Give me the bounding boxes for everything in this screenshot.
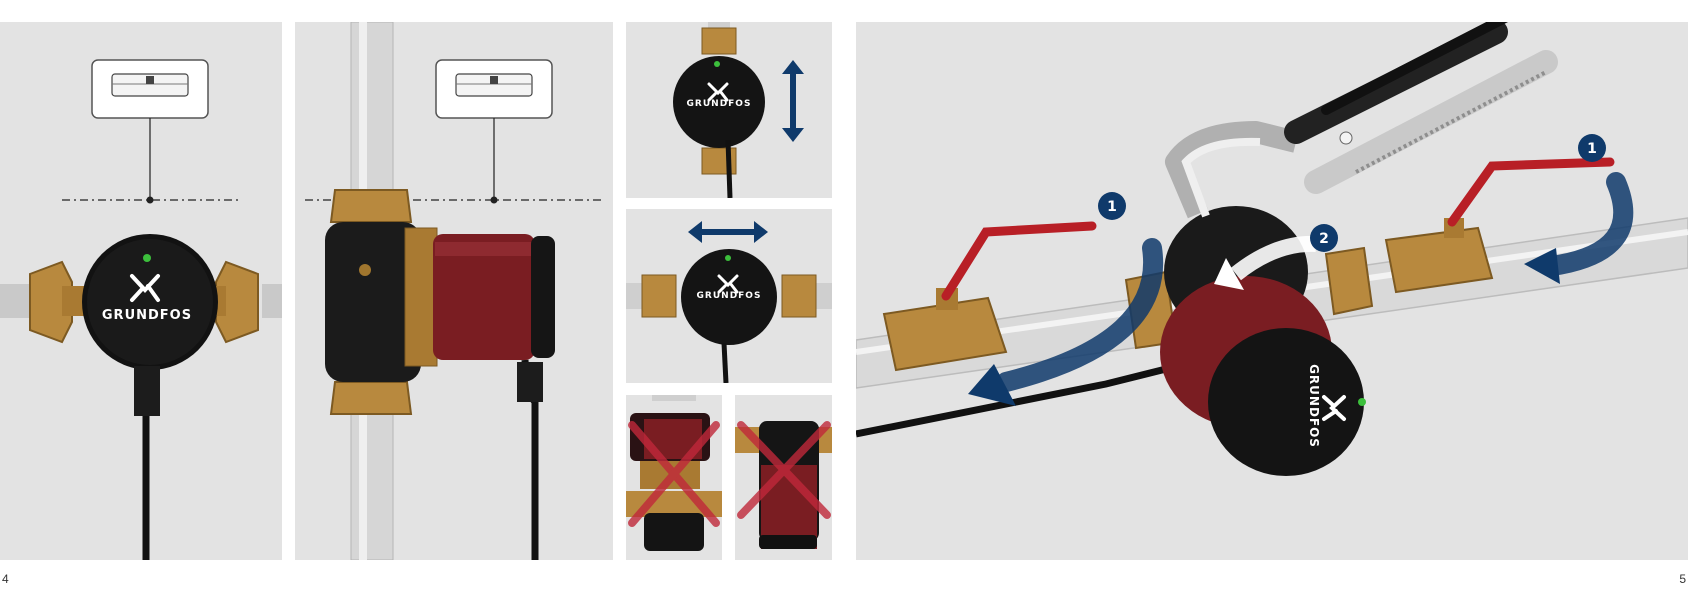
step-badge-1-right: 1 <box>1578 134 1606 162</box>
brand-text: GRUNDFOS <box>102 308 192 323</box>
svg-text:1: 1 <box>1107 199 1117 215</box>
wrench-icon <box>1176 22 1546 216</box>
svg-text:1: 1 <box>1587 141 1597 157</box>
pump-side <box>325 222 555 382</box>
pump-front: GRUNDFOS <box>82 234 218 370</box>
horizontal-arrow-icon <box>688 221 768 243</box>
step-badge-1-left: 1 <box>1098 192 1126 220</box>
svg-text:GRUNDFOS: GRUNDFOS <box>1307 364 1321 448</box>
panel-orientation-vertical: GRUNDFOS <box>626 22 832 198</box>
page-number-right: 5 <box>1679 572 1686 586</box>
panel-level-front: GRUNDFOS <box>0 22 282 560</box>
panel-installation: GRUNDFOS 1 1 <box>856 22 1688 560</box>
vertical-arrow-icon <box>782 60 804 142</box>
svg-text:2: 2 <box>1319 231 1329 247</box>
panel-orientation-horizontal: GRUNDFOS <box>626 209 832 383</box>
panel-level-side <box>295 22 613 560</box>
page-number-left: 4 <box>2 572 9 586</box>
panel-not-allowed-2 <box>735 395 832 560</box>
panel-not-allowed-1 <box>626 395 722 560</box>
step-badge-2: 2 <box>1310 224 1338 252</box>
spirit-level-icon <box>436 60 552 118</box>
spirit-level-icon <box>92 60 208 118</box>
svg-text:GRUNDFOS: GRUNDFOS <box>697 291 762 301</box>
svg-text:GRUNDFOS: GRUNDFOS <box>687 99 752 109</box>
status-indicator <box>143 254 151 262</box>
